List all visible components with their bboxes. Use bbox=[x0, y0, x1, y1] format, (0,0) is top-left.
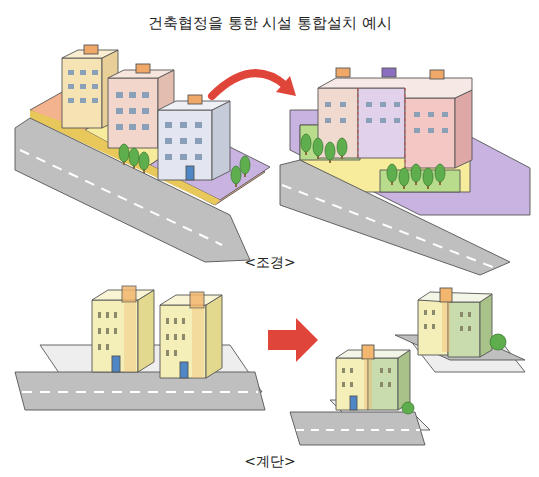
trees-top-left bbox=[119, 144, 250, 187]
windows-bottom-left bbox=[98, 312, 185, 356]
curved-arrow bbox=[212, 73, 296, 96]
scene-label: <계단> bbox=[244, 453, 295, 471]
windows-bottom-right bbox=[342, 310, 471, 387]
top-right-scene bbox=[280, 68, 530, 275]
trees-top-right bbox=[301, 134, 445, 189]
bottom-right-scene bbox=[290, 288, 525, 445]
bushes-bottom-right bbox=[402, 334, 506, 414]
windows-top-right bbox=[325, 102, 448, 133]
windows-top-left bbox=[68, 70, 202, 160]
title: 건축협정을 통한 시설 통합설치 예시 bbox=[148, 14, 392, 33]
scene-label: <조경> bbox=[244, 254, 295, 272]
bottom-left-scene bbox=[15, 286, 265, 410]
block-arrow bbox=[268, 318, 318, 362]
